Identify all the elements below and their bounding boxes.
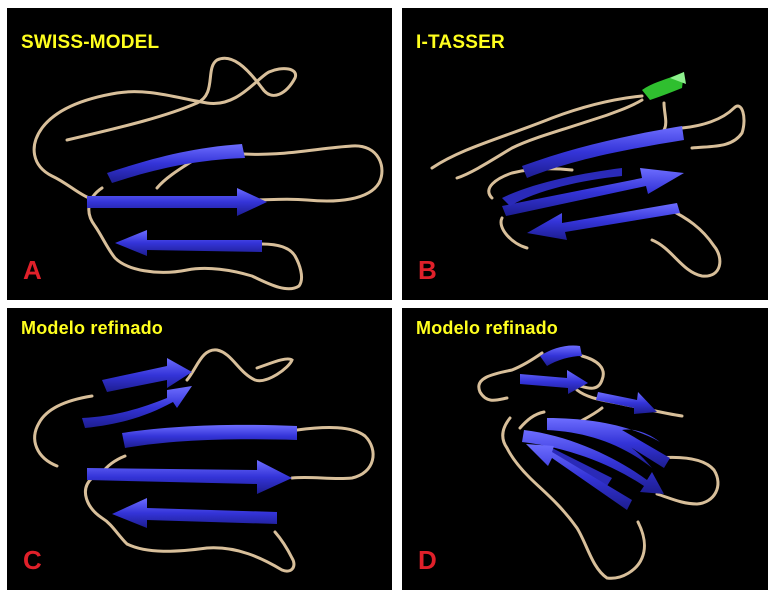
beta-strands-a xyxy=(87,144,267,256)
coil-b xyxy=(432,96,744,276)
panel-letter: D xyxy=(418,545,437,576)
beta-strands-b xyxy=(502,126,684,240)
beta-strands-d xyxy=(520,345,670,510)
panel-a: SWISS-MODEL A xyxy=(7,8,392,300)
protein-ribbon-d xyxy=(402,308,768,590)
panel-letter: A xyxy=(23,255,42,286)
panel-title: SWISS-MODEL xyxy=(21,32,159,54)
coil-d xyxy=(479,353,718,578)
panel-d: Modelo refinado D xyxy=(402,308,768,590)
panel-title: I-TASSER xyxy=(416,32,505,54)
panel-title: Modelo refinado xyxy=(21,318,163,339)
coil-a xyxy=(34,58,382,289)
panel-title: Modelo refinado xyxy=(416,318,558,339)
alpha-helix-b xyxy=(642,72,686,100)
panel-letter: C xyxy=(23,545,42,576)
panel-b: I-TASSER B xyxy=(402,8,768,300)
coil-c xyxy=(35,350,373,571)
protein-ribbon-c xyxy=(7,308,392,590)
panel-letter: B xyxy=(418,255,437,286)
panel-c: Modelo refinado C xyxy=(7,308,392,590)
beta-strands-c xyxy=(82,358,297,528)
